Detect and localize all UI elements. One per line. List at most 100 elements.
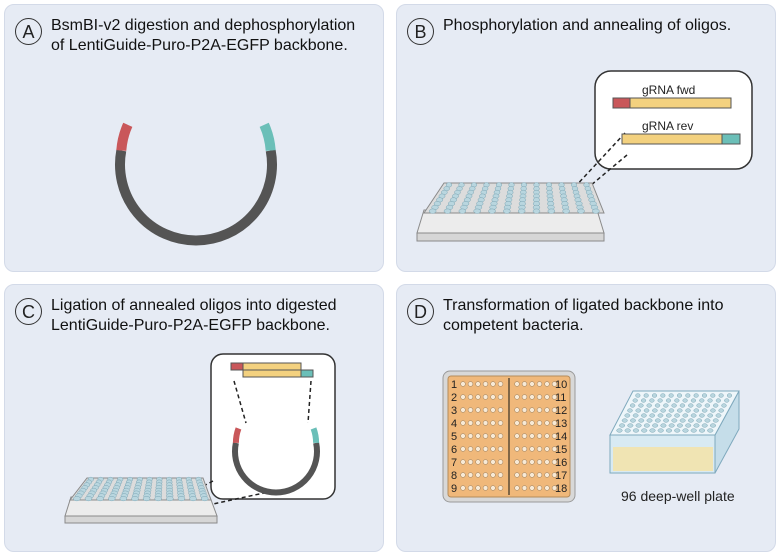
- deepwell-liquid: [613, 447, 713, 471]
- plate-well: [635, 423, 642, 428]
- plate-well: [704, 403, 711, 408]
- rack-number-right: 11: [555, 392, 566, 404]
- digested-plasmid-diagram: [115, 122, 277, 246]
- rack-tube: [544, 381, 550, 387]
- plate-well: [676, 423, 683, 428]
- plate-well: [699, 398, 705, 403]
- rack-tube: [521, 394, 528, 400]
- oligo-fwd-overhang: [612, 97, 631, 109]
- plate-well: [641, 413, 647, 418]
- rack-tube: [544, 485, 550, 491]
- plate-well: [630, 418, 636, 423]
- rack-tube: [482, 433, 489, 439]
- rack-tube: [482, 472, 489, 478]
- rack-tube: [475, 433, 481, 439]
- plate-well: [699, 413, 705, 418]
- rack-tube: [514, 446, 520, 452]
- rack-tube: [490, 472, 496, 478]
- plate-well: [668, 393, 674, 398]
- rack-tube: [521, 381, 528, 387]
- rack-tube: [497, 394, 504, 400]
- rack-tube: [497, 381, 504, 387]
- plate-well: [657, 398, 663, 403]
- plate-well: [649, 413, 656, 418]
- teal-overhang: [259, 122, 276, 152]
- plate-well: [517, 208, 526, 214]
- plate-well: [627, 423, 634, 428]
- rack-tube: [497, 472, 504, 478]
- rack-number-left: 5: [451, 431, 457, 443]
- plate-well: [682, 428, 689, 433]
- plate-well: [688, 418, 694, 423]
- panel-a-title: BsmBI-v2 digestion and dephosphorylation…: [51, 17, 356, 54]
- oligo-rev-label: gRNA rev: [642, 119, 693, 133]
- zoom-bubble: [210, 353, 336, 500]
- plate-well: [685, 423, 692, 428]
- plate-well: [119, 496, 128, 502]
- plate-well: [627, 408, 633, 413]
- plate-well: [676, 408, 683, 413]
- rack-number-right: 16: [555, 457, 567, 469]
- rack-tube: [482, 407, 489, 413]
- rack-tube: [544, 446, 550, 452]
- panel-b: B Phosphorylation and annealing of oligo…: [396, 4, 776, 272]
- panel-c: C Ligation of annealed oligos into diges…: [4, 284, 384, 552]
- plate-well: [710, 423, 716, 428]
- rack-tube: [460, 485, 466, 491]
- rack-tube: [467, 472, 474, 478]
- rack-tube: [544, 459, 550, 465]
- plate-well: [503, 208, 511, 214]
- plate-well: [665, 413, 672, 418]
- rack-tube: [490, 446, 496, 452]
- plate-well: [177, 496, 186, 502]
- rack-number-right: 17: [555, 470, 567, 482]
- plasmid-backbone-arc: [232, 442, 320, 496]
- rack-number-left: 4: [451, 418, 457, 430]
- plate-well: [710, 393, 716, 398]
- rack-number-left: 8: [451, 470, 457, 482]
- plate-well: [654, 403, 661, 408]
- plate-well: [698, 428, 706, 433]
- plate-well: [643, 393, 649, 398]
- plate-well: [428, 208, 437, 214]
- rack-tube: [551, 485, 558, 491]
- plate-well: [646, 418, 653, 423]
- oligo-fwd: [612, 97, 732, 109]
- plate-well: [688, 403, 694, 408]
- plate-well: [200, 496, 209, 502]
- rack-tube: [482, 459, 489, 465]
- plate-well: [665, 428, 673, 433]
- rack-tube: [475, 485, 481, 491]
- plate-well: [718, 408, 724, 413]
- rack-tube: [529, 446, 535, 452]
- plate-well: [663, 418, 669, 423]
- plate-well: [679, 418, 686, 423]
- plate-well: [696, 403, 702, 408]
- rack-tube: [551, 472, 558, 478]
- plate-base: [64, 515, 218, 524]
- plate-well: [679, 403, 686, 408]
- plate-well: [713, 403, 719, 408]
- plate-well: [562, 208, 570, 214]
- panel-c-letter: C: [15, 298, 42, 325]
- plate-well: [547, 208, 556, 214]
- rack-tube: [536, 446, 543, 452]
- plate-well: [532, 208, 541, 214]
- rack-tube: [514, 485, 520, 491]
- rack-tube: [529, 433, 535, 439]
- plate-well: [189, 496, 197, 502]
- rack-tube: [514, 381, 520, 387]
- plate-well: [676, 393, 682, 398]
- rack-number-left: 2: [451, 392, 457, 404]
- plate-well: [671, 418, 678, 423]
- deep-well-plate-caption: 96 deep-well plate: [621, 488, 735, 504]
- panel-d-letter: D: [407, 298, 434, 325]
- rack-tube: [467, 407, 474, 413]
- rack-tube: [490, 420, 496, 426]
- plate-well: [712, 418, 719, 423]
- rack-tube: [529, 472, 535, 478]
- rack-number-left: 9: [451, 483, 457, 495]
- rack-tube: [544, 394, 550, 400]
- plate-well: [632, 398, 638, 403]
- rack-tube: [482, 394, 489, 400]
